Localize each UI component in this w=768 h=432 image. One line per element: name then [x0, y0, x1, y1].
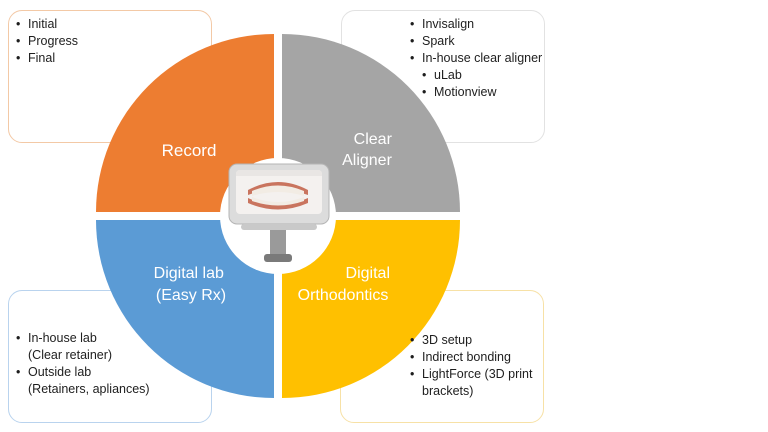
clear-aligner-items-list: Invisalign Spark In-house clear aligner … [410, 16, 542, 101]
list-item-line: brackets) [422, 384, 474, 398]
list-item: Initial [16, 16, 78, 33]
intraoral-scanner-icon [228, 163, 330, 262]
record-label: Record [162, 141, 217, 160]
list-item-line: LightForce (3D print [422, 367, 533, 381]
list-item-line: Indirect bonding [422, 350, 511, 364]
list-item: Indirect bonding [410, 349, 532, 366]
list-item: In-house clear aligner [410, 50, 542, 67]
list-item-line: In-house lab [28, 331, 97, 345]
list-item: Spark [410, 33, 542, 50]
list-item: Final [16, 50, 78, 67]
list-item-line: (Clear retainer) [28, 348, 113, 362]
list-item: LightForce (3D print brackets) [410, 366, 532, 400]
list-item: Progress [16, 33, 78, 50]
list-item: Invisalign [410, 16, 542, 33]
list-item-line: Outside lab [28, 365, 92, 379]
digital-orthodontics-items-list: 3D setup Indirect bonding LightForce (3D… [410, 332, 532, 400]
list-item-line: (Retainers, apliances) [28, 382, 150, 396]
list-item: In-house lab (Clear retainer) [16, 330, 150, 364]
list-subitem: uLab [410, 67, 542, 84]
digital-orthodontics-label: Digital Orthodontics [298, 265, 395, 304]
record-items-list: Initial Progress Final [16, 16, 78, 67]
digital-lab-label: Digital lab (Easy Rx) [154, 265, 229, 304]
digital-orthodontics-quadrant[interactable] [282, 220, 460, 398]
clear-aligner-label: Clear Aligner [342, 131, 396, 169]
record-quadrant[interactable] [96, 34, 274, 212]
digital-lab-items-list: In-house lab (Clear retainer) Outside la… [16, 330, 150, 398]
digital-lab-quadrant[interactable] [96, 220, 274, 398]
list-item-line: 3D setup [422, 333, 473, 347]
list-subitem: Motionview [410, 84, 542, 101]
list-item: 3D setup [410, 332, 532, 349]
list-item: Outside lab (Retainers, apliances) [16, 364, 150, 398]
